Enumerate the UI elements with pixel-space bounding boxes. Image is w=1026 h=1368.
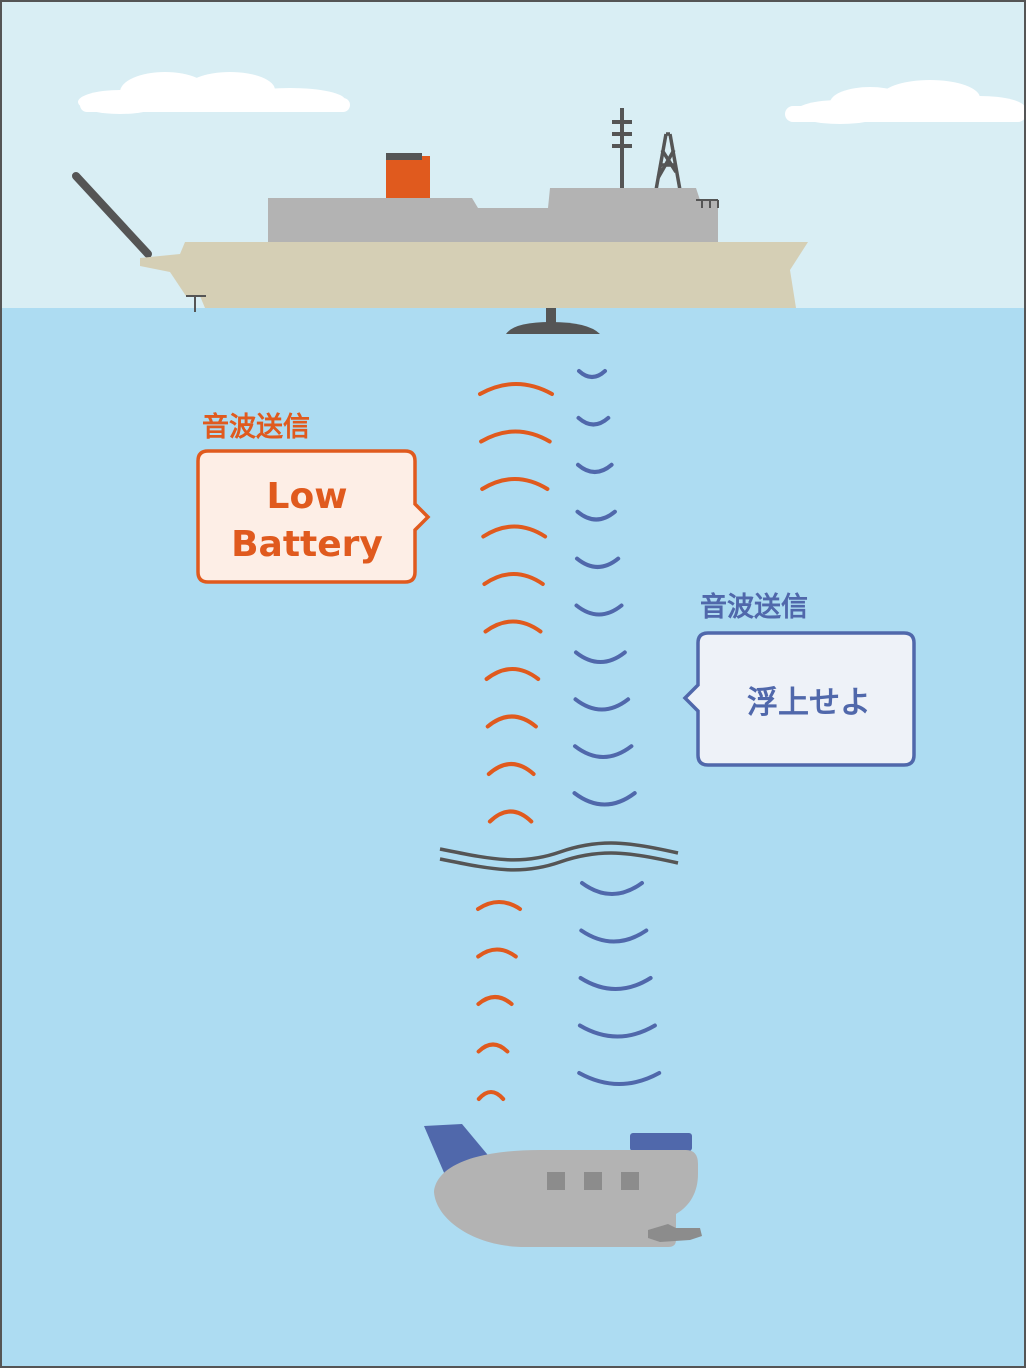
orange-wave-arc	[479, 429, 552, 444]
orange-signal-waves	[476, 382, 554, 1101]
blue-wave-arc	[574, 603, 624, 617]
cloud-left	[78, 72, 350, 114]
blue-wave-arc	[580, 881, 644, 896]
blue-wave-arc	[577, 1023, 657, 1039]
ship-transducer	[506, 308, 600, 334]
underwater-robot	[424, 1124, 702, 1247]
blue-wave-arc	[573, 744, 634, 759]
blue-wave-arc	[572, 791, 637, 807]
robot-top-cap	[630, 1133, 692, 1151]
blue-signal-waves	[572, 369, 662, 1086]
orange-wave-arc	[476, 1090, 506, 1101]
ship-hull	[140, 242, 808, 308]
orange-wave-arc	[487, 809, 534, 824]
wave-break-symbol	[439, 841, 679, 872]
cloud-right	[785, 80, 1026, 124]
orange-wave-arc	[476, 947, 518, 959]
blue-wave-arc	[577, 369, 607, 379]
blue-wave-arc	[578, 976, 653, 991]
blue-wave-arc	[576, 415, 611, 427]
ship-antenna-mast	[612, 108, 632, 190]
robot-windows	[547, 1172, 639, 1190]
ship	[72, 108, 808, 334]
orange-wave-arc	[485, 714, 538, 729]
blue-wave-arc	[575, 509, 617, 522]
orange-wave-arc	[482, 572, 545, 586]
blue-wave-arc	[574, 650, 627, 664]
left-signal-label: 音波送信	[202, 411, 310, 443]
left-bubble-line-1: Low	[267, 476, 348, 517]
orange-wave-arc	[480, 477, 550, 491]
ship-lattice-tower	[654, 132, 682, 191]
blue-wave-arc	[579, 928, 649, 944]
ship-rail	[696, 199, 719, 208]
right-bubble-text: 浮上せよ	[747, 685, 871, 721]
robot-arm	[648, 1224, 702, 1242]
right-signal-label: 音波送信	[700, 591, 808, 623]
right-speech-bubble: 浮上せよ	[682, 631, 916, 767]
ship-funnel-top	[386, 153, 422, 160]
blue-wave-arc	[575, 556, 621, 569]
orange-wave-arc	[478, 382, 554, 396]
orange-wave-arc	[486, 762, 536, 776]
blue-wave-arc	[577, 1071, 662, 1086]
ship-superstructure	[268, 188, 718, 246]
left-bubble-line-2: Battery	[231, 524, 383, 565]
left-speech-bubble: Low Battery	[196, 449, 431, 584]
orange-wave-arc	[476, 1042, 510, 1054]
orange-wave-arc	[483, 619, 543, 634]
orange-wave-arc	[476, 900, 522, 911]
blue-wave-arc	[576, 462, 614, 474]
ship-funnel	[386, 156, 430, 200]
ship-stern-fitting	[186, 295, 206, 312]
blue-wave-arc	[573, 697, 631, 712]
orange-wave-arc	[476, 995, 514, 1006]
orange-wave-arc	[481, 524, 548, 539]
orange-wave-arc	[484, 667, 541, 681]
ship-crane-arm	[72, 172, 152, 258]
